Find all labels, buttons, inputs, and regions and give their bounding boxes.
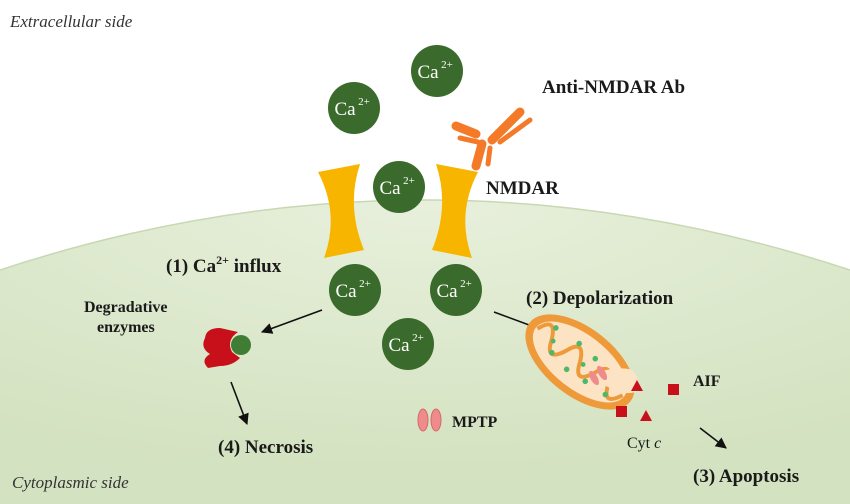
calcium-ion: Ca 2+ (373, 161, 425, 213)
calcium-ion: Ca 2+ (411, 45, 463, 97)
svg-text:2+: 2+ (358, 96, 370, 108)
cytc-marker (668, 384, 679, 395)
calcium-ion: Ca 2+ (430, 264, 482, 316)
svg-text:2+: 2+ (412, 332, 424, 344)
mptp-label: MPTP (452, 414, 498, 431)
svg-text:Ca: Ca (388, 335, 410, 356)
influx-label: (1) Ca2+ influx (166, 253, 282, 277)
cytoplasmic-label: Cytoplasmic side (12, 473, 129, 492)
nmdar-left-subunit (318, 164, 364, 258)
svg-text:Ca: Ca (379, 178, 401, 199)
antibody-label: Anti-NMDAR Ab (542, 77, 685, 98)
enzymes-label-line2: enzymes (97, 319, 155, 336)
calcium-ion: Ca 2+ (329, 264, 381, 316)
depolarization-label: (2) Depolarization (526, 288, 674, 309)
arrow-to-apoptosis (699, 427, 727, 449)
svg-text:Ca: Ca (436, 281, 458, 302)
cell-membrane (0, 199, 850, 271)
nmdar-label: NMDAR (486, 178, 559, 199)
antibody-icon (451, 107, 533, 171)
svg-text:2+: 2+ (403, 175, 415, 187)
aif-marker (640, 410, 652, 421)
arrow-to-enzymes (260, 309, 323, 334)
cytc-label: Cyt c (627, 435, 661, 452)
calcium-ion: Ca 2+ (382, 318, 434, 370)
arrow-to-necrosis (230, 381, 249, 426)
aif-marker (631, 380, 643, 391)
aif-label: AIF (693, 373, 721, 390)
cytc-marker (616, 406, 627, 417)
nmdar-receptor (318, 164, 478, 258)
svg-text:Ca: Ca (334, 99, 356, 120)
svg-text:Ca: Ca (335, 281, 357, 302)
enzymes-label-line1: Degradative (84, 299, 168, 316)
aif-cytc-markers (616, 380, 679, 421)
enzyme-icon (203, 328, 251, 368)
svg-text:Ca: Ca (417, 62, 439, 83)
svg-text:2+: 2+ (359, 278, 371, 290)
calcium-ion: Ca 2+ (328, 82, 380, 134)
svg-text:2+: 2+ (460, 278, 472, 290)
mptp-icon (417, 408, 442, 432)
apoptosis-label: (3) Apoptosis (693, 466, 799, 487)
pore-release-icon (588, 365, 639, 394)
nmdar-right-subunit (432, 164, 478, 258)
necrosis-label: (4) Necrosis (218, 437, 313, 458)
extracellular-label: Extracellular side (9, 12, 133, 31)
svg-text:2+: 2+ (441, 59, 453, 71)
